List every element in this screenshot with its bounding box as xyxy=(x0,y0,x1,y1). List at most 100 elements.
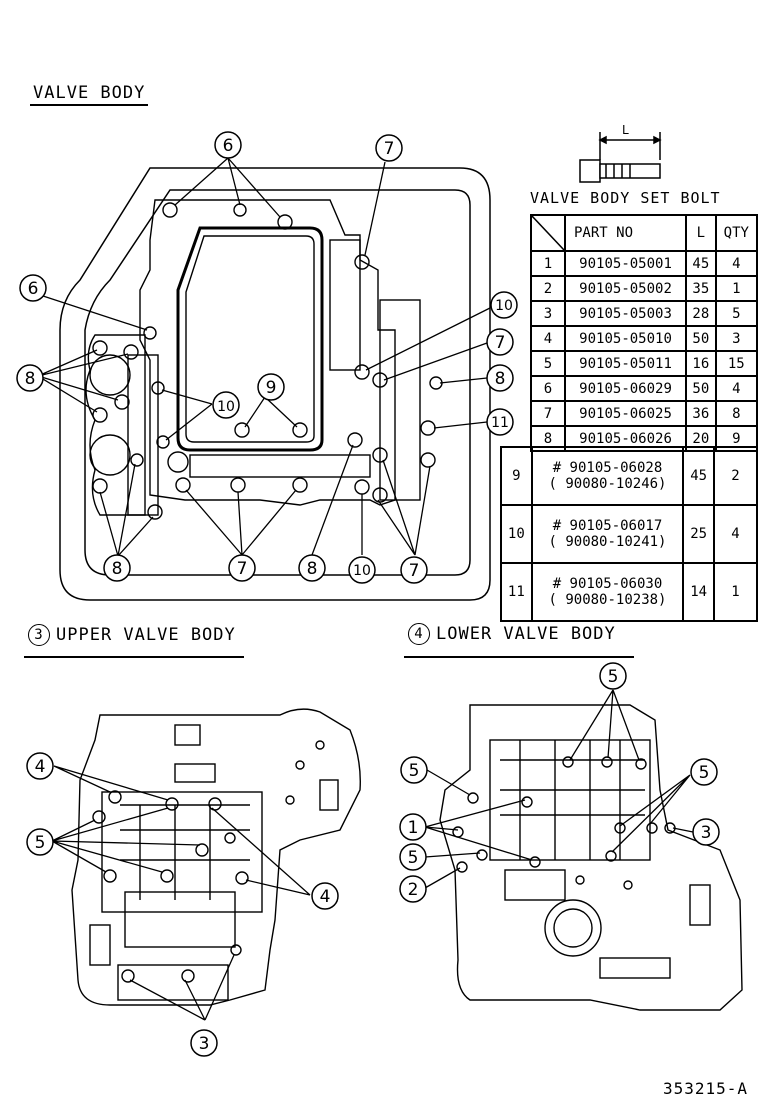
callout-10-right: 10 xyxy=(495,298,513,314)
row-part-no: 90105-06025 xyxy=(563,400,688,427)
diagonal-slash-icon xyxy=(532,216,564,250)
callout-8-left: 8 xyxy=(25,369,36,389)
valve-body-accumulators xyxy=(85,334,189,516)
valve-body-leaders xyxy=(37,157,491,557)
callout-8-bottom: 8 xyxy=(307,559,318,579)
bolt-table-corner xyxy=(530,214,566,252)
callout-lower-5-top: 5 xyxy=(608,667,619,687)
row-number: 5 xyxy=(530,350,566,377)
valve-body-bolt-holes xyxy=(92,202,443,520)
row-part-no: 90105-05001 xyxy=(563,250,688,277)
row-number: 4 xyxy=(530,325,566,352)
row-length: 16 xyxy=(685,350,717,377)
lower-valve-body-title: 4 LOWER VALVE BODY xyxy=(408,623,616,645)
row-number: 9 xyxy=(500,446,533,506)
valve-body-outline xyxy=(59,167,491,601)
header-l: L xyxy=(685,214,717,252)
upper-valve-body-drawing xyxy=(71,708,361,1006)
callout-6-left: 6 xyxy=(28,279,39,299)
row-number: 7 xyxy=(530,400,566,427)
row-number: 2 xyxy=(530,275,566,302)
row-length: 35 xyxy=(685,275,717,302)
callout-7-right: 7 xyxy=(495,333,506,353)
callout-10-bottom: 10 xyxy=(353,563,371,579)
callout-lower-2: 2 xyxy=(408,880,419,900)
lower-valve-body-drawing xyxy=(439,704,743,1011)
callout-7-bottom-right: 7 xyxy=(409,561,420,581)
callout-upper-5: 5 xyxy=(35,833,46,853)
row-qty: 5 xyxy=(714,300,759,327)
upper-valve-body-leaders xyxy=(51,765,311,1021)
table-row: 9 # 90105-06028( 90080-10246) 45 2 xyxy=(500,446,759,506)
row-qty: 1 xyxy=(712,562,759,622)
upper-title-underline xyxy=(24,656,244,658)
callout-10-center: 10 xyxy=(217,399,235,415)
valve-body-plate xyxy=(139,199,421,506)
row-qty: 8 xyxy=(714,400,759,427)
table-row: 11 # 90105-06030( 90080-10238) 14 1 xyxy=(500,562,759,622)
lower-title-number: 4 xyxy=(408,623,430,645)
row-qty: 4 xyxy=(714,375,759,402)
callout-7-bottom: 7 xyxy=(237,559,248,579)
callout-upper-3: 3 xyxy=(199,1034,210,1054)
row-part-no: # 90105-06017( 90080-10241) xyxy=(530,504,685,564)
bolt-table-header: PART NO L QTY xyxy=(530,214,759,252)
callout-lower-5-right: 5 xyxy=(699,763,710,783)
bolt-dimension-icon xyxy=(579,132,662,183)
row-qty: 2 xyxy=(712,446,759,506)
callout-lower-5-left: 5 xyxy=(409,761,420,781)
callout-lower-5-mid: 5 xyxy=(408,848,419,868)
lower-valve-body-leaders xyxy=(424,689,694,889)
row-part-no-alt: ( 90080-10241) xyxy=(548,534,667,550)
callout-upper-4-right: 4 xyxy=(320,887,331,907)
lower-title-underline xyxy=(404,656,634,658)
row-part-no-main: # 90105-06017 xyxy=(552,518,663,534)
row-part-no: 90105-05010 xyxy=(563,325,688,352)
row-length: 14 xyxy=(682,562,715,622)
callouts xyxy=(16,131,720,1057)
callout-6-top: 6 xyxy=(223,136,234,156)
main-title: VALVE BODY xyxy=(33,83,146,103)
main-title-underline xyxy=(30,104,148,106)
row-part-no: 90105-05002 xyxy=(563,275,688,302)
callout-9: 9 xyxy=(266,378,277,398)
callout-8-right: 8 xyxy=(495,369,506,389)
row-part-no: # 90105-06030( 90080-10238) xyxy=(530,562,685,622)
row-number: 11 xyxy=(500,562,533,622)
row-length: 28 xyxy=(685,300,717,327)
row-part-no-main: # 90105-06030 xyxy=(552,576,663,592)
row-part-no: 90105-06029 xyxy=(563,375,688,402)
row-length: 25 xyxy=(682,504,715,564)
row-qty: 3 xyxy=(714,325,759,352)
callout-11: 11 xyxy=(491,415,509,431)
bolt-table-extension: 9 # 90105-06028( 90080-10246) 45 2 10 # … xyxy=(500,446,759,622)
row-length: 50 xyxy=(685,325,717,352)
callout-lower-3: 3 xyxy=(701,823,712,843)
row-length: 36 xyxy=(685,400,717,427)
drawing-code: 353215-A xyxy=(662,1079,748,1098)
lower-title-text: LOWER VALVE BODY xyxy=(436,624,616,644)
callout-7-top: 7 xyxy=(384,139,395,159)
row-qty: 15 xyxy=(714,350,759,377)
callout-8-bottom-left: 8 xyxy=(112,559,123,579)
upper-title-number: 3 xyxy=(28,624,50,646)
row-qty: 4 xyxy=(712,504,759,564)
row-part-no-alt: ( 90080-10238) xyxy=(548,592,667,608)
row-number: 10 xyxy=(500,504,533,564)
row-length: 45 xyxy=(682,446,715,506)
callout-lower-1: 1 xyxy=(408,818,419,838)
row-qty: 1 xyxy=(714,275,759,302)
row-qty: 4 xyxy=(714,250,759,277)
upper-title-text: UPPER VALVE BODY xyxy=(56,625,236,645)
row-length: 45 xyxy=(685,250,717,277)
bolt-table-title: VALVE BODY SET BOLT xyxy=(530,189,721,207)
callout-upper-4: 4 xyxy=(35,757,46,777)
row-part-no-alt: ( 90080-10246) xyxy=(548,476,667,492)
